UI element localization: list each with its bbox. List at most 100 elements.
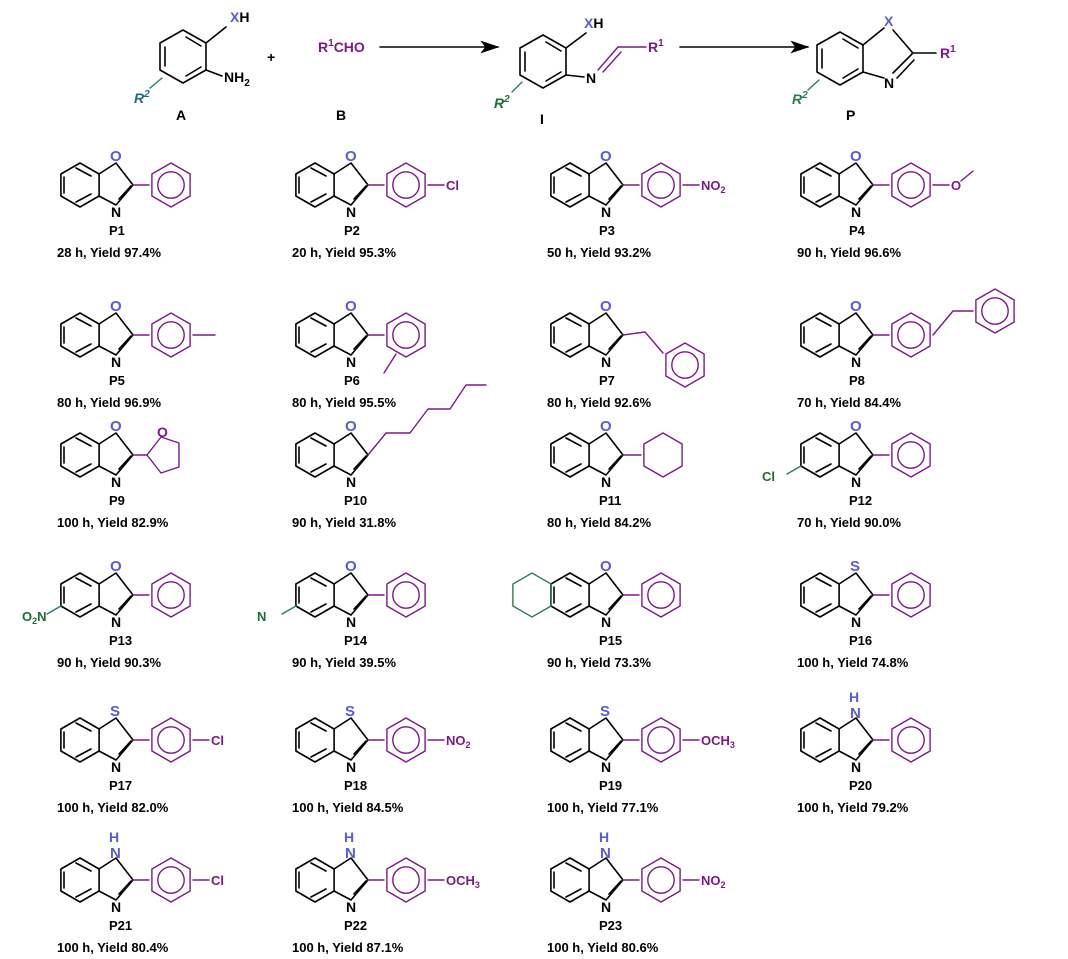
heteroatom-label: N [850,705,861,722]
product-condition-label: 90 h, Yield 31.8% [292,515,396,530]
nitrogen-label: N [346,474,356,490]
reactant-b-formula: R1CHO [318,38,365,55]
product-condition-label: 100 h, Yield 74.8% [797,655,909,670]
product-p16: S N P16 100 h, Yield 74.8% [797,558,931,670]
heteroatom-label: S [345,703,355,720]
heteroatom-label: N [110,845,121,862]
para-substituent-label: NO2 [446,733,471,750]
product-id-label: P14 [344,633,368,648]
core-substituent-label: O2N [22,609,47,626]
heteroatom-label: N [345,845,356,862]
plus-sign: + [267,49,275,65]
product-condition-label: 80 h, Yield 95.5% [292,395,396,410]
nitrogen-label: N [346,899,356,915]
heteroatom-label: O [110,148,122,165]
product-p: X N R1 R2 P [792,13,956,123]
nitrogen-label: N [601,354,611,370]
para-substituent-label: Cl [446,178,459,193]
para-substituent-label: NO2 [701,178,726,195]
product-condition-label: 90 h, Yield 90.3% [57,655,161,670]
nitrogen-label: N [111,204,121,220]
heteroatom-label: O [110,418,122,435]
heteroatom-label: O [850,148,862,165]
nitrogen-label: N [346,759,356,775]
nitrogen-label: N [601,204,611,220]
heteroatom-label: O [850,298,862,315]
product-id-label: P19 [599,778,622,793]
reactant-b-label: B [336,107,346,123]
product-id-label: P20 [849,778,872,793]
intermediate-label: I [540,111,544,127]
nitrogen-label: N [346,354,356,370]
product-id-label: P16 [849,633,872,648]
nitrogen-label: N [601,474,611,490]
product-id-label: P15 [599,633,622,648]
core-substituent-label: N [257,609,266,624]
heteroatom-label: O [345,418,357,435]
nitrogen-label: N [111,474,121,490]
nitrogen-label: N [346,614,356,630]
nitrogen-label: N [851,614,861,630]
reactant-a: XH NH2 R2 A [134,9,250,123]
intermediate-n-atom: N [586,70,596,86]
product-condition-label: 90 h, Yield 96.6% [797,245,901,260]
intermediate-i: XH N R1 R2 I [494,15,664,127]
nitrogen-label: N [851,759,861,775]
product-condition-label: 70 h, Yield 84.4% [797,395,901,410]
product-condition-label: 80 h, Yield 96.9% [57,395,161,410]
reaction-scheme: XH NH2 R2 A + R1CHO B XH N R1 R2 I [134,9,956,127]
product-id-label: P1 [109,223,125,238]
heteroatom-h-label: H [599,829,609,845]
product-condition-label: 50 h, Yield 93.2% [547,245,651,260]
heteroatom-label: S [850,558,860,575]
product-condition-label: 100 h, Yield 87.1% [292,940,404,955]
intermediate-x-atom: XH [584,15,603,31]
para-substituent-label: OCH3 [701,733,735,750]
product-r2: R2 [792,90,808,107]
heteroatom-h-label: H [849,689,859,705]
product-id-label: P8 [849,373,865,388]
product-condition-label: 90 h, Yield 39.5% [292,655,396,670]
reactant-a-label: A [176,107,186,123]
product-id-label: P17 [109,778,132,793]
reactant-a-x-atom: XH [230,9,249,25]
product-id-label: P11 [599,493,621,508]
product-condition-label: 100 h, Yield 80.4% [57,940,169,955]
reactant-a-nh2: NH2 [224,69,250,89]
nitrogen-label: N [851,474,861,490]
product-id-label: P18 [344,778,367,793]
product-id-label: P22 [344,918,367,933]
product-condition-label: 100 h, Yield 84.5% [292,800,404,815]
para-substituent-label: Cl [211,873,224,888]
product-n-atom: N [884,75,894,91]
para-substituent-label: NO2 [701,873,726,890]
heteroatom-label: O [110,298,122,315]
nitrogen-label: N [111,899,121,915]
product-id-label: P3 [599,223,615,238]
heteroatom-label: O [345,148,357,165]
core-substituent-label: Cl [762,469,775,484]
heteroatom-label: O [850,418,862,435]
para-substituent-label: OCH3 [446,873,480,890]
reactant-a-r2: R2 [134,89,150,106]
intermediate-r2: R2 [494,94,510,111]
heteroatom-label: N [600,845,611,862]
